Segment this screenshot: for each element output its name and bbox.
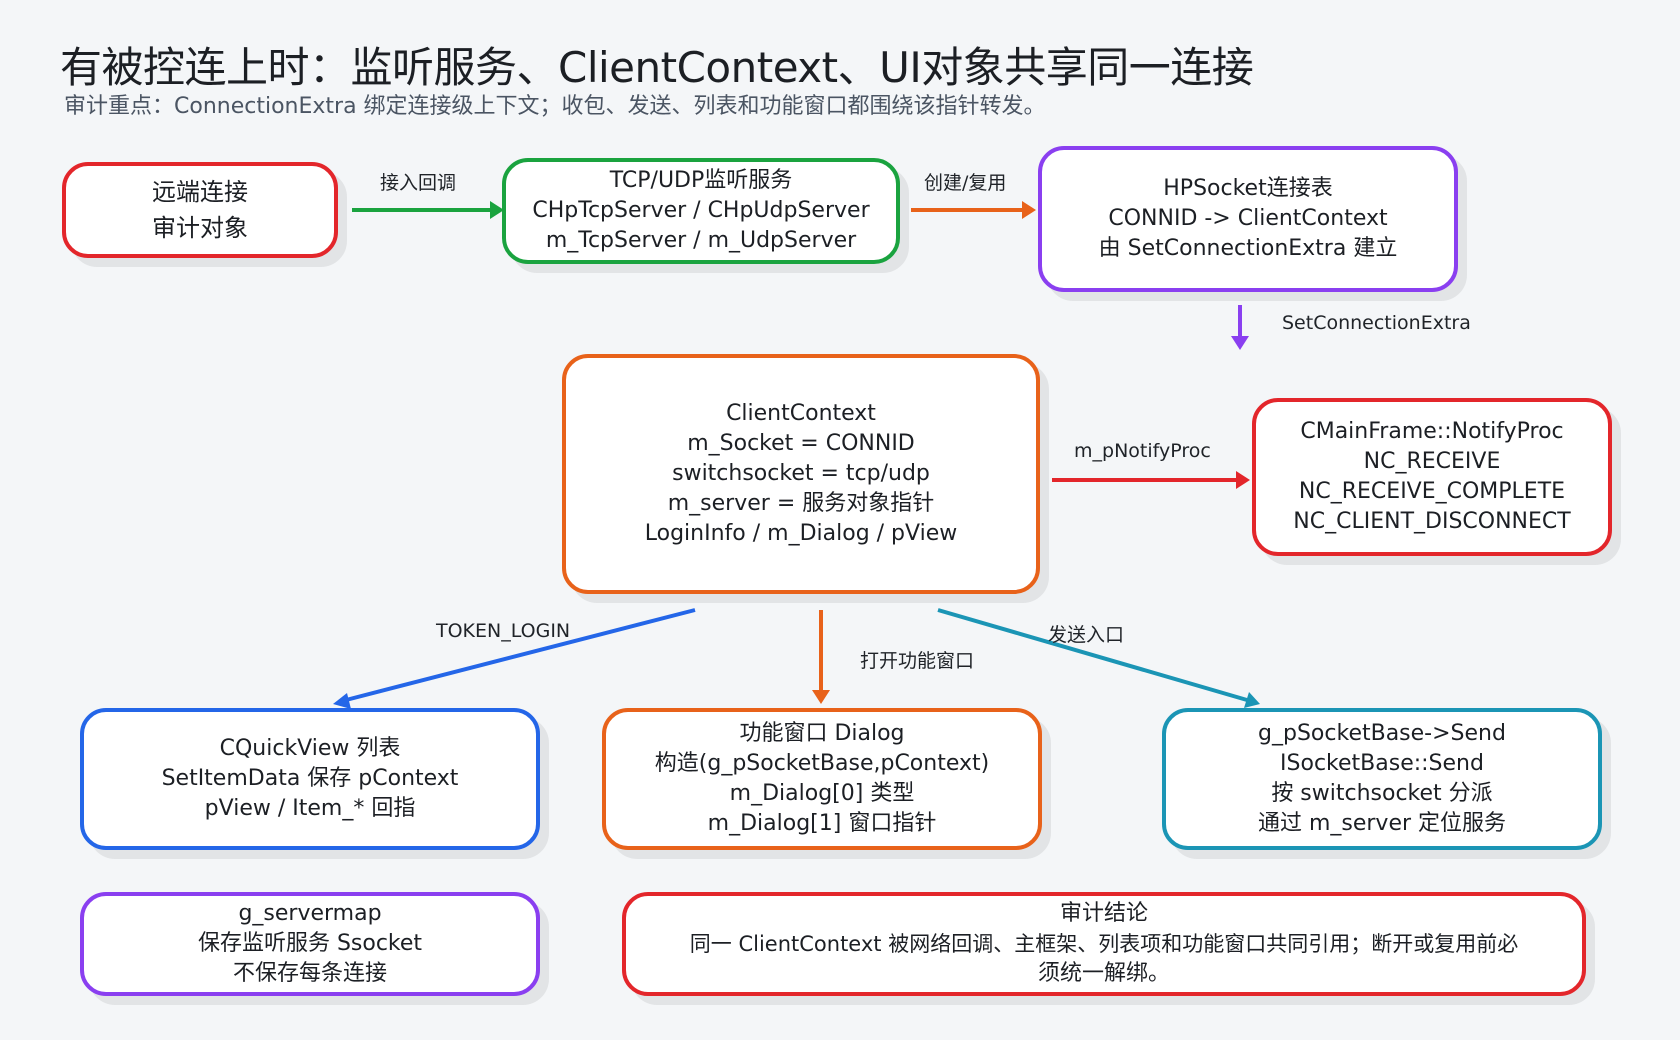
node-clientctx-line-4: m_server = 服务对象指针 — [667, 491, 935, 516]
edge-label-listener-hpsocket: 创建/复用 — [924, 172, 1007, 194]
node-clientctx: ClientContext m_Socket = CONNID switchso… — [562, 354, 1040, 594]
node-clientctx-line-5: LoginInfo / m_Dialog / pView — [644, 521, 958, 546]
node-conclusion: 审计结论 同一 ClientContext 被网络回调、主框架、列表项和功能窗口… — [622, 892, 1586, 996]
node-quickview-line-1: CQuickView 列表 — [219, 736, 401, 761]
node-clientctx-line-3: switchsocket = tcp/udp — [672, 461, 930, 486]
node-quickview: CQuickView 列表 SetItemData 保存 pContext pV… — [80, 708, 540, 850]
node-dialog-line-4: m_Dialog[1] 窗口指针 — [707, 811, 937, 836]
edge-clientctx-send — [937, 608, 1260, 708]
edge-label-clientctx-quickview: TOKEN_LOGIN — [436, 620, 571, 642]
node-listener-line-3: m_TcpServer / m_UdpServer — [545, 228, 857, 253]
page-title: 有被控连上时：监听服务、ClientContext、UI对象共享同一连接 — [60, 43, 1254, 92]
node-dialog-line-1: 功能窗口 Dialog — [739, 721, 905, 746]
node-conclusion-line-1: 审计结论 — [1059, 901, 1148, 926]
node-send: g_pSocketBase->Send ISocketBase::Send 按 … — [1162, 708, 1602, 850]
node-remote-line-1: 远端连接 — [152, 178, 248, 206]
edge-label-remote-listener: 接入回调 — [380, 172, 457, 194]
node-listener: TCP/UDP监听服务 CHpTcpServer / CHpUdpServer … — [502, 158, 900, 264]
node-hpsocket-line-2: CONNID -> ClientContext — [1108, 206, 1388, 231]
node-quickview-line-2: SetItemData 保存 pContext — [161, 766, 459, 791]
node-servermap-line-1: g_servermap — [238, 901, 382, 926]
node-send-line-2: ISocketBase::Send — [1280, 751, 1484, 776]
node-remote: 远端连接 审计对象 — [62, 162, 338, 258]
node-dialog-line-2: 构造(g_pSocketBase,pContext) — [654, 751, 990, 776]
node-notify-line-2: NC_RECEIVE — [1363, 449, 1501, 474]
node-hpsocket: HPSocket连接表 CONNID -> ClientContext 由 Se… — [1038, 146, 1458, 292]
node-clientctx-line-1: ClientContext — [726, 401, 876, 426]
node-servermap-line-3: 不保存每条连接 — [232, 961, 387, 986]
node-servermap-line-2: 保存监听服务 Ssocket — [197, 931, 423, 956]
node-notify-line-3: NC_RECEIVE_COMPLETE — [1298, 479, 1566, 504]
node-dialog: 功能窗口 Dialog 构造(g_pSocketBase,pContext) m… — [602, 708, 1042, 850]
node-remote-line-2: 审计对象 — [152, 214, 248, 242]
node-send-line-1: g_pSocketBase->Send — [1258, 721, 1506, 746]
node-send-line-4: 通过 m_server 定位服务 — [1257, 811, 1507, 836]
edge-remote-listener — [352, 201, 504, 219]
node-listener-line-1: TCP/UDP监听服务 — [609, 168, 793, 193]
page-subtitle: 审计重点：ConnectionExtra 绑定连接级上下文；收包、发送、列表和功… — [64, 94, 1046, 119]
node-conclusion-line-2: 同一 ClientContext 被网络回调、主框架、列表项和功能窗口共同引用；… — [689, 932, 1519, 956]
edge-label-clientctx-send: 发送入口 — [1048, 624, 1125, 646]
edge-label-clientctx-notify: m_pNotifyProc — [1074, 440, 1211, 462]
node-servermap: g_servermap 保存监听服务 Ssocket 不保存每条连接 — [80, 892, 540, 996]
node-dialog-line-3: m_Dialog[0] 类型 — [729, 781, 915, 806]
edge-hpsocket-clientctx — [1231, 305, 1249, 350]
node-notify: CMainFrame::NotifyProc NC_RECEIVE NC_REC… — [1252, 398, 1612, 556]
node-send-line-3: 按 switchsocket 分派 — [1271, 781, 1493, 806]
node-hpsocket-line-1: HPSocket连接表 — [1163, 176, 1333, 201]
edge-label-hpsocket-clientctx: SetConnectionExtra — [1282, 312, 1471, 334]
node-hpsocket-line-3: 由 SetConnectionExtra 建立 — [1098, 236, 1398, 261]
node-quickview-line-3: pView / Item_* 回指 — [204, 796, 416, 821]
node-clientctx-line-2: m_Socket = CONNID — [687, 431, 915, 456]
edge-clientctx-dialog — [812, 610, 830, 704]
node-conclusion-line-3: 须统一解绑。 — [1037, 961, 1170, 986]
node-notify-line-1: CMainFrame::NotifyProc — [1300, 419, 1564, 444]
edge-clientctx-quickview — [333, 608, 696, 709]
node-notify-line-4: NC_CLIENT_DISCONNECT — [1293, 509, 1571, 534]
edge-label-clientctx-dialog: 打开功能窗口 — [860, 650, 975, 672]
edge-clientctx-notify — [1052, 471, 1250, 489]
edge-listener-hpsocket — [911, 201, 1036, 219]
node-listener-line-2: CHpTcpServer / CHpUdpServer — [532, 198, 870, 223]
